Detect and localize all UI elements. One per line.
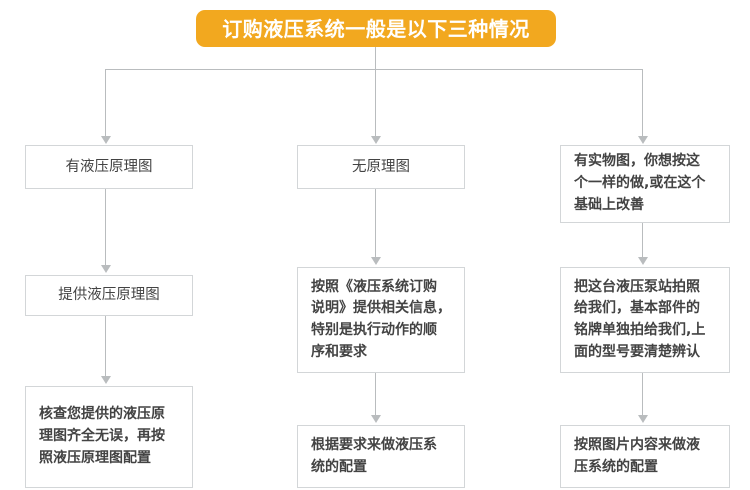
arrowhead-branch3-row1: [638, 136, 648, 144]
node-branch2-step1-label: 无原理图: [352, 158, 410, 175]
node-branch1-step3-label: 核查您提供的液压原 理图齐全无误，再按 照液压原理图配置: [39, 406, 165, 466]
node-branch2-step2[interactable]: 按照《液压系统订购 说明》提供相关信息， 特别是执行动作的顺 序和要求: [297, 267, 465, 373]
connector-branch1-drop: [105, 69, 106, 138]
node-branch2-step3[interactable]: 根据要求来做液压系 统的配置: [297, 425, 465, 488]
connector-branch1-step2-to-step3: [105, 316, 106, 378]
node-branch1-step1[interactable]: 有液压原理图: [25, 145, 193, 189]
connector-branch2-step2-to-step3: [375, 373, 376, 417]
page-title: 订购液压系统一般是以下三种情况: [222, 16, 530, 41]
node-branch1-step1-label: 有液压原理图: [65, 158, 153, 175]
node-branch3-step1[interactable]: 有实物图，你想按这 个一样的做,或在这个 基础上改善: [560, 145, 730, 223]
node-branch1-step2[interactable]: 提供液压原理图: [25, 275, 193, 316]
arrowhead-branch2-step3: [371, 415, 381, 423]
arrowhead-branch2-step2: [371, 257, 381, 265]
connector-branch3-step1-to-step2: [642, 223, 643, 259]
arrowhead-branch1-row1: [101, 136, 111, 144]
node-branch3-step3[interactable]: 按照图片内容来做液 压系统的配置: [560, 425, 730, 488]
node-branch3-step2-label: 把这台液压泵站拍照 给我们，基本部件的 铭牌单独拍给我们,上 面的型号要清楚辨认: [574, 278, 706, 360]
node-branch3-step2[interactable]: 把这台液压泵站拍照 给我们，基本部件的 铭牌单独拍给我们,上 面的型号要清楚辨认: [560, 267, 730, 373]
connector-branch3-drop: [642, 69, 643, 138]
flowchart-title-banner: 订购液压系统一般是以下三种情况: [196, 10, 556, 47]
arrowhead-branch3-step3: [638, 415, 648, 423]
node-branch3-step1-label: 有实物图，你想按这 个一样的做,或在这个 基础上改善: [574, 153, 706, 213]
arrowhead-branch2-row1: [371, 136, 381, 144]
arrowhead-branch1-step3: [101, 376, 111, 384]
arrowhead-branch1-step2: [101, 265, 111, 273]
arrowhead-branch3-step2: [638, 257, 648, 265]
connector-branch3-step2-to-step3: [642, 373, 643, 417]
node-branch3-step3-label: 按照图片内容来做液 压系统的配置: [574, 436, 700, 475]
connector-branch2-drop: [375, 69, 376, 138]
node-branch1-step2-label: 提供液压原理图: [58, 287, 160, 304]
node-branch2-step1[interactable]: 无原理图: [297, 145, 465, 189]
node-branch2-step3-label: 根据要求来做液压系 统的配置: [311, 436, 437, 475]
connector-branch2-step1-to-step2: [375, 189, 376, 259]
node-branch2-step2-label: 按照《液压系统订购 说明》提供相关信息， 特别是执行动作的顺 序和要求: [311, 278, 451, 360]
node-branch1-step3[interactable]: 核查您提供的液压原 理图齐全无误，再按 照液压原理图配置: [25, 386, 193, 488]
connector-branch1-step1-to-step2: [105, 189, 106, 267]
connector-split-bar: [105, 69, 643, 70]
connector-trunk-stem: [375, 47, 376, 70]
